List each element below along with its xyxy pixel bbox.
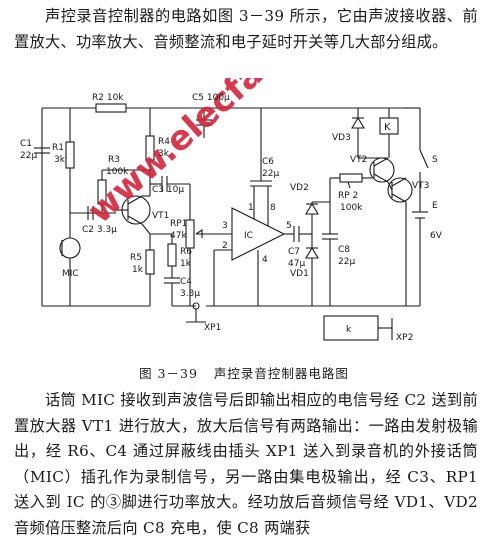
label-k: k bbox=[346, 325, 352, 335]
label-R4-value: 3k bbox=[158, 149, 170, 159]
figure-number: 图 3－39 bbox=[139, 366, 198, 381]
label-pin3: 3 bbox=[222, 221, 228, 231]
label-C7: C7 bbox=[288, 247, 300, 257]
label-R3: R3 bbox=[108, 155, 120, 165]
label-VD3: VD3 bbox=[332, 133, 351, 143]
label-C1: C1 bbox=[20, 139, 32, 149]
label-C6: C6 bbox=[262, 157, 274, 167]
label-C8-value: 22μ bbox=[338, 257, 355, 267]
circuit-diagram: www.elecfans.com R2 10k C5 100μ C1 22μ R… bbox=[20, 78, 443, 343]
label-XP2: XP2 bbox=[396, 333, 413, 343]
label-R6: R6 bbox=[180, 247, 192, 257]
label-R5-value: 1k bbox=[132, 265, 144, 275]
label-R1-value: 3k bbox=[54, 155, 66, 165]
body-paragraph: 话筒 MIC 接收到声波信号后即输出相应的电信号经 C2 送到前置放大器 VT1… bbox=[14, 391, 478, 537]
label-XP1: XP1 bbox=[204, 323, 221, 333]
label-R6-value: 1k bbox=[180, 259, 192, 269]
label-R5: R5 bbox=[130, 253, 142, 263]
label-pin5: 5 bbox=[286, 221, 292, 231]
label-VT3: VT3 bbox=[412, 181, 429, 191]
label-R1: R1 bbox=[52, 143, 64, 153]
label-C1-value: 22μ bbox=[20, 151, 37, 161]
label-C6-value: 22μ bbox=[262, 169, 279, 179]
figure-title: 声控录音控制器电路图 bbox=[213, 366, 349, 381]
label-S: S bbox=[432, 155, 438, 165]
label-C4-value: 3.3μ bbox=[180, 289, 200, 299]
label-R3-value: 100k bbox=[106, 167, 129, 177]
label-K: K bbox=[384, 122, 391, 133]
label-C7-value: 47μ bbox=[288, 259, 305, 269]
label-pin4: 4 bbox=[262, 255, 268, 265]
label-E: E bbox=[432, 201, 438, 211]
label-C4: C4 bbox=[180, 277, 192, 287]
label-IC: IC bbox=[244, 231, 253, 241]
figure-caption: 图 3－39 声控录音控制器电路图 bbox=[0, 363, 488, 382]
label-RP1: RP1 bbox=[170, 219, 187, 229]
label-C8: C8 bbox=[338, 245, 350, 255]
label-VT2: VT2 bbox=[350, 155, 367, 165]
label-pin8: 8 bbox=[270, 203, 276, 213]
label-R4: R4 bbox=[158, 137, 170, 147]
label-pin2: 2 bbox=[222, 241, 228, 251]
label-C5: C5 100μ bbox=[192, 93, 230, 103]
intro-paragraph: 声控录音控制器的电路如图 3－39 所示，它由声波接收器、前置放大、功率放大、音… bbox=[14, 7, 478, 51]
label-VD2: VD2 bbox=[290, 183, 309, 193]
label-R2: R2 10k bbox=[92, 93, 124, 103]
label-C2: C2 3.3μ bbox=[82, 225, 117, 235]
label-C3: C3 10μ bbox=[152, 185, 184, 195]
label-VD1: VD1 bbox=[290, 269, 309, 279]
label-RP2-value: 100k bbox=[340, 203, 363, 213]
label-E-value: 6V bbox=[430, 231, 443, 241]
label-VT1: VT1 bbox=[152, 211, 169, 221]
label-pin1: 1 bbox=[248, 203, 254, 213]
label-RP1-value: 47k bbox=[170, 231, 187, 241]
label-RP2: RP 2 bbox=[338, 191, 358, 201]
label-MIC: MIC bbox=[62, 269, 79, 279]
